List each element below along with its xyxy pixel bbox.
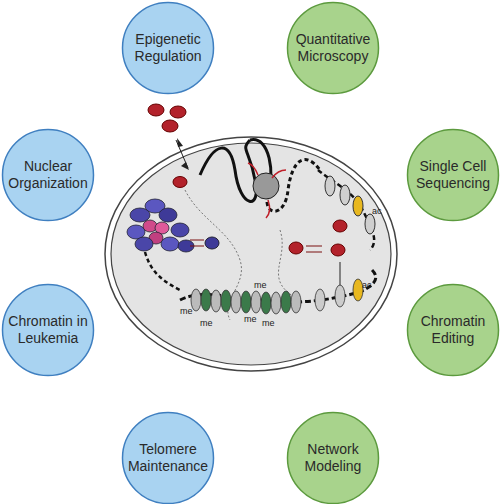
topic-text-wrap: Chromatin Editing <box>412 283 494 377</box>
topic-text-wrap: Network Modeling <box>292 411 374 504</box>
mark-label: ac <box>362 280 372 290</box>
circle-outline <box>286 411 380 504</box>
topic-label: Nuclear Organization <box>7 158 89 192</box>
topic-text-wrap: Nuclear Organization <box>7 128 89 222</box>
topic-text-wrap: Epigenetic Regulation <box>127 1 209 95</box>
topic-circle: Chromatin in Leukemia <box>1 283 95 377</box>
topic-label: Chromatin Editing <box>412 313 494 347</box>
topic-label: Single Cell Sequencing <box>412 158 494 192</box>
topic-label: Network Modeling <box>292 441 374 475</box>
mark-label: me <box>254 280 267 290</box>
topic-circle: Quantitative Microscopy <box>286 1 380 95</box>
topic-circle: Nuclear Organization <box>1 128 95 222</box>
topic-label: Epigenetic Regulation <box>127 31 209 65</box>
mark-label: me <box>262 318 275 328</box>
topic-circle: Epigenetic Regulation <box>121 1 215 95</box>
mark-label: me <box>180 306 193 316</box>
topic-circle: Telomere Maintenance <box>121 411 215 504</box>
topic-text-wrap: Single Cell Sequencing <box>412 128 494 222</box>
mark-label: me <box>200 318 213 328</box>
topic-label: Chromatin in Leukemia <box>7 313 89 347</box>
topic-circle: Single Cell Sequencing <box>406 128 500 222</box>
mark-label: me <box>244 314 257 324</box>
mark-label: ac <box>372 206 382 216</box>
topic-circle: Chromatin Editing <box>406 283 500 377</box>
topic-text-wrap: Quantitative Microscopy <box>292 1 374 95</box>
topic-label: Quantitative Microscopy <box>292 31 374 65</box>
topic-text-wrap: Telomere Maintenance <box>127 411 209 504</box>
topic-circle: Network Modeling <box>286 411 380 504</box>
topic-label: Telomere Maintenance <box>127 441 209 475</box>
topic-text-wrap: Chromatin in Leukemia <box>7 283 89 377</box>
circle-outline <box>121 411 215 504</box>
